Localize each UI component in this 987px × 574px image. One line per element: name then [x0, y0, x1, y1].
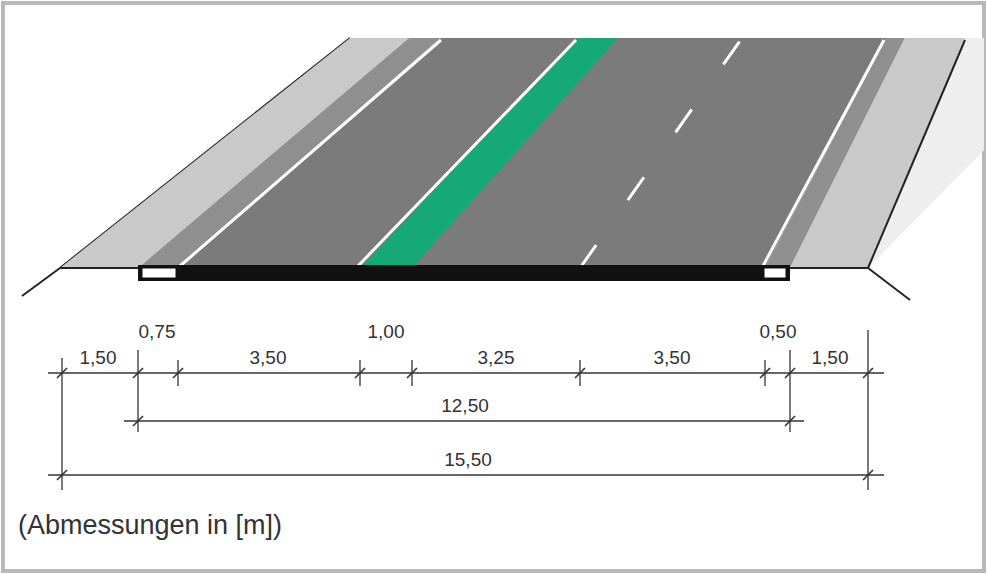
edge-marking	[763, 40, 884, 266]
edge-marking	[180, 40, 441, 266]
dimension-label: 3,50	[654, 348, 691, 367]
dimension-label: 3,50	[250, 348, 287, 367]
dimension-label: 3,25	[478, 348, 515, 367]
dimension-label: 1,00	[368, 322, 405, 341]
dimension-label: 0,75	[139, 322, 176, 341]
median-strip	[360, 38, 618, 268]
dimension-label: 0,50	[760, 322, 797, 341]
dimension-label: 1,50	[80, 348, 117, 367]
dimension-lines	[48, 330, 884, 490]
dimension-label: 1,50	[812, 348, 849, 367]
carriageway	[178, 38, 886, 268]
dimension-label: 12,50	[441, 396, 489, 415]
units-note: (Abmessungen in [m])	[18, 512, 282, 539]
lane-marking	[580, 38, 742, 268]
pavement-base	[138, 265, 790, 281]
frame	[3, 3, 984, 571]
dimension-label: 15,50	[444, 450, 492, 469]
